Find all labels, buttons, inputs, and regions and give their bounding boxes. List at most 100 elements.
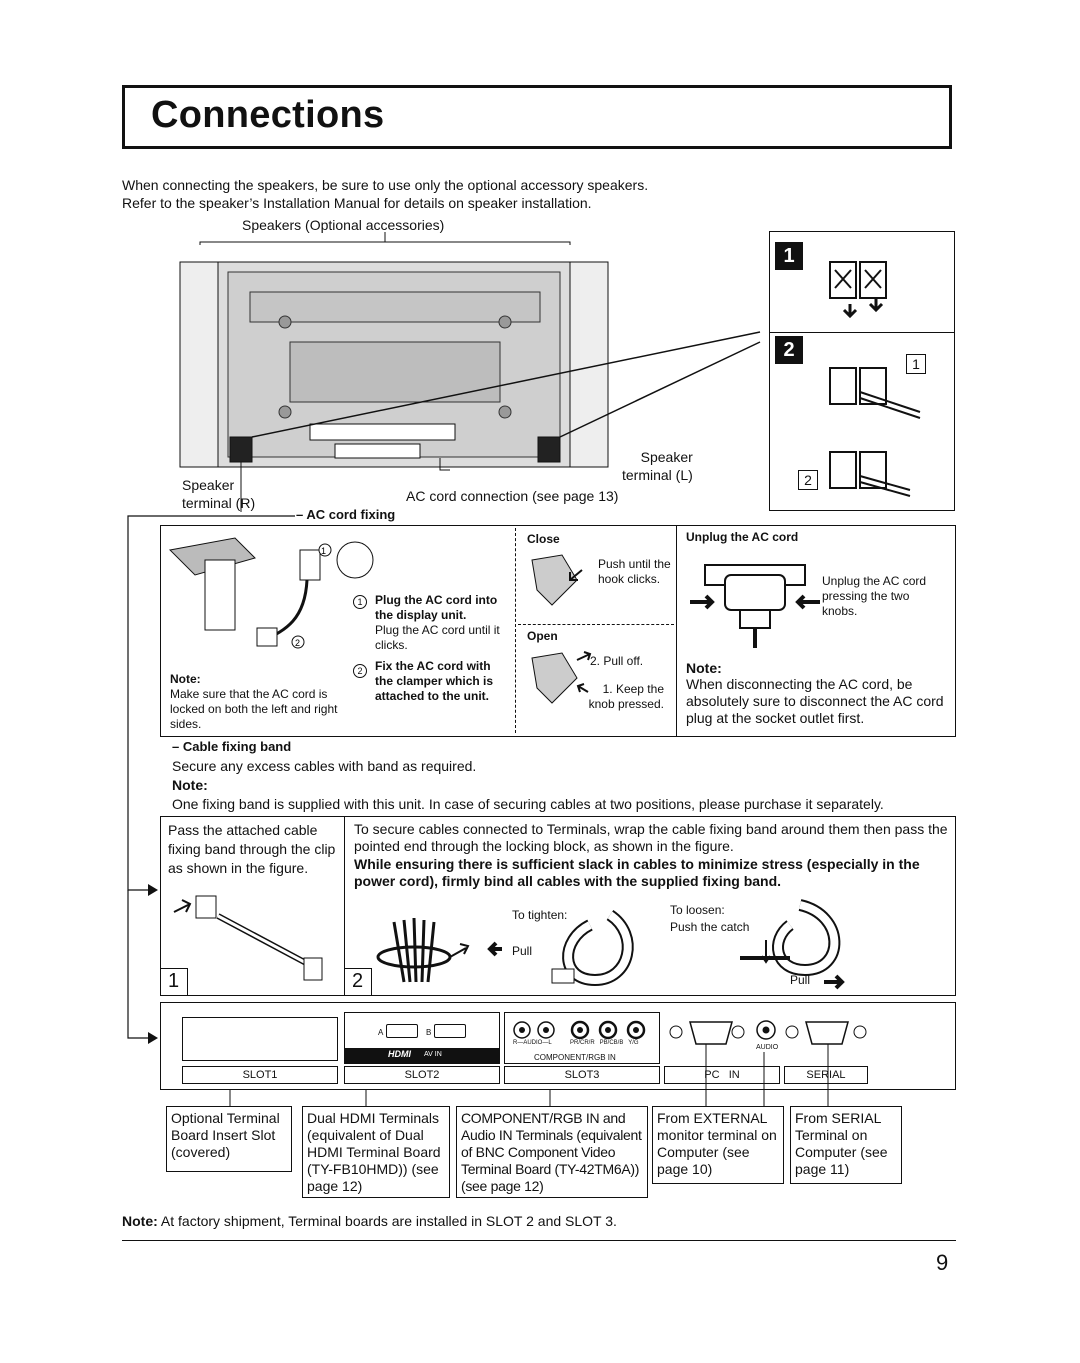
pc-in-label-box [664, 1066, 780, 1084]
fig-1-number: 1 [168, 970, 180, 992]
step-1-badge: 1 [775, 242, 803, 270]
unplug-plug-illustration [690, 564, 820, 648]
fig1-box [160, 968, 188, 996]
sub-step-1: 1 [906, 354, 926, 374]
fig-2-number: 2 [352, 970, 364, 992]
unplug-note-label: Note: [686, 660, 722, 676]
to-tighten-label: To tighten: [512, 908, 568, 922]
cable-fixing-panel [160, 816, 956, 996]
open-step-2: 2. Pull off. [590, 654, 644, 668]
panel-divider-2 [676, 525, 677, 737]
slot1-label-box [182, 1066, 338, 1084]
speaker-terminal-r: Speaker terminal (R) [182, 477, 256, 511]
ac-note-label: Note: [170, 672, 201, 686]
open-label: Open [527, 629, 558, 643]
ac-cord-fixing-panel [160, 525, 956, 737]
circled-2: 2 [353, 664, 367, 678]
cable-fixing-text: Secure any excess cables with band as re… [172, 758, 477, 774]
tighten-band-illustration [487, 910, 634, 987]
footer-rule [122, 1240, 956, 1241]
serial-label-box [784, 1066, 868, 1084]
ac-step-1-bold: Plug the AC cord into the display unit. [375, 593, 498, 622]
to-loosen-label: To loosen: [670, 903, 725, 917]
close-label: Close [527, 532, 560, 546]
footer-note-label: Note: [122, 1213, 158, 1229]
pc-in-label: PC IN [704, 1069, 740, 1081]
footer-note: Note: At factory shipment, Terminal boar… [122, 1212, 617, 1230]
unplug-label: Unplug the AC cord [686, 530, 799, 544]
slot2-label: SLOT2 [404, 1069, 440, 1081]
svg-text:2: 2 [295, 638, 300, 648]
push-catch-label: Push the catch [670, 920, 750, 934]
slot2-label-box [344, 1066, 500, 1084]
pull-label-1: Pull [512, 944, 533, 958]
av-in-label: AV IN [424, 1051, 442, 1058]
audio-label: AUDIO [756, 1044, 779, 1051]
ac-note-text: Make sure that the AC cord is locked on … [170, 687, 338, 731]
open-step-1: 1. Keep the knob pressed. [588, 682, 664, 711]
cable-note-label: Note: [172, 777, 208, 793]
panel-divider-1 [515, 528, 516, 733]
audio-small-label: R—AUDIO—L [513, 1040, 552, 1046]
desc-pc-in: From EXTERNAL monitor terminal on Comput… [652, 1106, 784, 1184]
steps-divider [769, 332, 955, 333]
bnc-rca-connectors [513, 1020, 646, 1040]
ac-step-1-text: Plug the AC cord until it clicks. [375, 623, 500, 652]
desc-slot2: Dual HDMI Terminals (equivalent of Dual … [302, 1106, 450, 1198]
terminal-panel [160, 1002, 956, 1090]
desc-serial: From SERIAL Terminal on Computer (see pa… [790, 1106, 902, 1184]
cable-band-illustration [173, 895, 323, 981]
page-title: Connections [151, 94, 385, 136]
cable-fixing-heading: – Cable fixing band [172, 739, 292, 754]
footer-note-text: At factory shipment, Terminal boards are… [157, 1213, 617, 1229]
display-rear-illustration [179, 232, 761, 512]
title-box: Connections [122, 85, 952, 149]
unplug-text: Unplug the AC cord pressing the two knob… [822, 574, 927, 618]
cable-right-text: To secure cables connected to Terminals,… [354, 821, 948, 854]
ac-step-2-bold: Fix the AC cord with the clamper which i… [375, 659, 494, 703]
open-clamp-icon [531, 651, 592, 704]
terminal-leader-lines [229, 1044, 829, 1106]
ac-cord-connection-label: AC cord connection (see page 13) [406, 488, 619, 504]
speaker-terminal-l: Speaker terminal (L) [622, 449, 693, 483]
pull-label-2: Pull [790, 973, 811, 987]
desc-slot1: Optional Terminal Board Insert Slot (cov… [166, 1106, 292, 1172]
serial-connector [785, 1021, 867, 1045]
close-text: Push until the hook clicks. [598, 557, 671, 586]
hdmi-b-port[interactable] [434, 1024, 466, 1038]
hdmi-a-label: A [378, 1028, 384, 1037]
sub-step-2: 2 [798, 470, 818, 490]
svg-text:1: 1 [321, 546, 326, 556]
speaker-steps-panel [769, 231, 955, 511]
hdmi-b-label: B [426, 1028, 432, 1037]
page-number: 9 [936, 1250, 949, 1275]
hdmi-logo: HDMI [388, 1049, 411, 1059]
unplug-note-text: When disconnecting the AC cord, be absol… [686, 676, 944, 726]
ac-step-1: Plug the AC cord into the display unit. … [353, 593, 511, 704]
cable-right-bold: While ensuring there is sufficient slack… [354, 856, 920, 889]
close-open-divider [518, 624, 674, 625]
serial-label: SERIAL [806, 1069, 846, 1081]
desc-slot3: COMPONENT/RGB IN and Audio IN Terminals … [456, 1106, 648, 1198]
cable-panel-divider [344, 816, 345, 996]
intro-line-2: Refer to the speaker’s Installation Manu… [122, 195, 592, 211]
ac-cord-fixing-heading: – AC cord fixing [296, 507, 396, 522]
loosen-band-illustration [740, 899, 845, 990]
slot1-label: SLOT1 [242, 1069, 278, 1081]
cable-bundle-illustration [376, 917, 470, 983]
hdmi-a-port[interactable] [386, 1024, 418, 1038]
routing-lines [127, 515, 295, 1044]
close-clamp-icon [531, 554, 583, 606]
cable-note-text: One fixing band is supplied with this un… [172, 796, 884, 812]
cable-left-text: Pass the attached cable fixing band thro… [168, 822, 336, 876]
intro-line-1: When connecting the speakers, be sure to… [122, 177, 649, 193]
slot3-label: SLOT3 [564, 1069, 600, 1081]
slot1-cover [182, 1017, 338, 1061]
fig2-box [344, 968, 372, 996]
slot3-label-box [504, 1066, 660, 1084]
circled-1: 1 [353, 595, 367, 609]
step-2-badge: 2 [775, 336, 803, 364]
pb-pr-y-label: PR/CR/R PB/CB/B Y/G [570, 1040, 639, 1046]
speaker-terminal-illustration [829, 261, 921, 497]
component-rgb-label: COMPONENT/RGB IN [534, 1053, 616, 1062]
